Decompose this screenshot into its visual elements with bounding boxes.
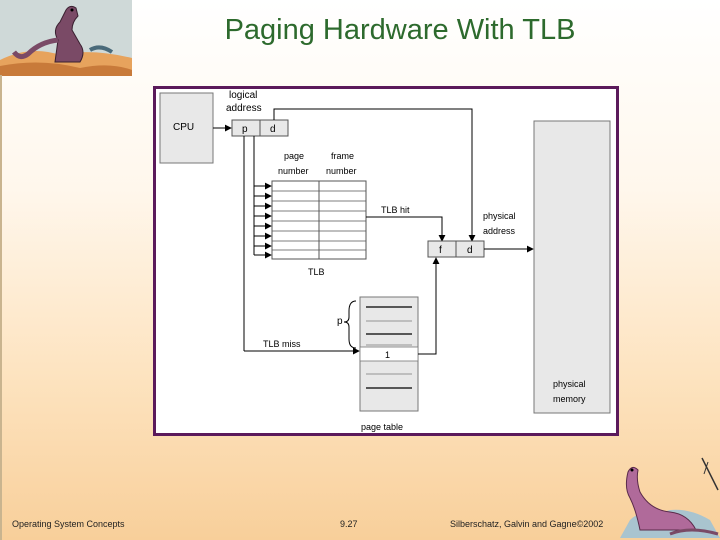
dinosaur-logo-bottom-right-icon [620, 457, 720, 538]
tlb-miss-label: TLB miss [263, 339, 301, 349]
cpu-label: CPU [173, 122, 194, 133]
d-field-label: d [270, 124, 276, 135]
logical-address-label-2: address [226, 103, 262, 114]
logical-address-label-1: logical [229, 90, 257, 101]
slide-title: Paging Hardware With TLB [224, 14, 576, 46]
page-table-label: page table [361, 422, 403, 432]
f-field-label: f [439, 245, 442, 256]
tlb-table [271, 180, 367, 260]
frame-number-label-2: number [326, 166, 357, 176]
frame-number-label-1: frame [331, 151, 354, 161]
diagram-svg: CPU logical address p d page number fram… [159, 90, 611, 432]
footer-copyright: Silberschatz, Galvin and Gagne©2002 [450, 519, 604, 529]
physical-address-label-2: address [483, 226, 516, 236]
d2-field-label: d [467, 245, 473, 256]
p-field-label: p [242, 124, 248, 135]
footer-slide-number: 9.27 [340, 519, 358, 529]
footer-course-title: Operating System Concepts [12, 519, 125, 529]
physical-memory-box [533, 120, 611, 414]
p-brace-label: p [337, 316, 343, 327]
dinosaur-logo-top-left-icon [0, 0, 132, 76]
tlb-diagram: CPU logical address p d page number fram… [153, 86, 619, 436]
tlb-label: TLB [308, 267, 325, 277]
physical-memory-label-1: physical [553, 379, 586, 389]
cpu-box [159, 92, 214, 164]
physical-address-label-1: physical [483, 211, 516, 221]
page-number-label-2: number [278, 166, 309, 176]
page-table-entry: 1 [385, 350, 390, 360]
tlb-hit-label: TLB hit [381, 205, 410, 215]
physical-memory-label-2: memory [553, 394, 586, 404]
left-margin-rule [0, 75, 2, 540]
page-table [359, 296, 419, 412]
page-number-label-1: page [284, 151, 304, 161]
